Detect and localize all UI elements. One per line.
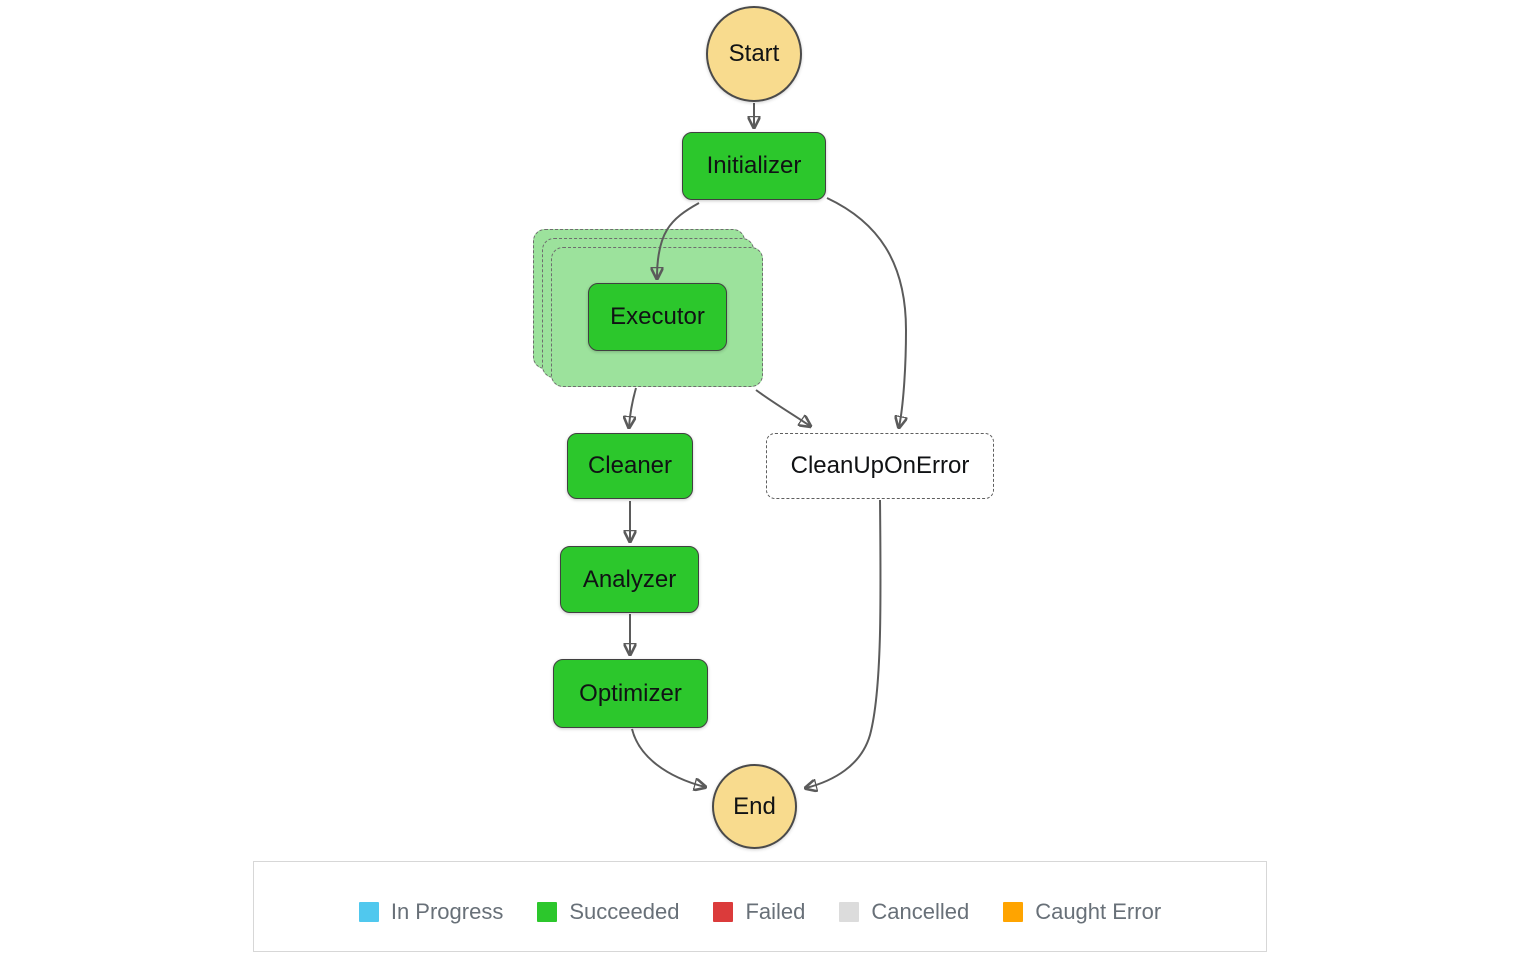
node-analyzer-label: Analyzer	[582, 565, 677, 593]
legend-label-in-progress: In Progress	[390, 898, 504, 924]
legend-label-cancelled: Cancelled	[871, 898, 970, 924]
node-executor-label: Executor	[610, 303, 705, 330]
node-optimizer-label: Optimizer	[579, 679, 682, 707]
legend-item-succeeded: Succeeded	[537, 899, 679, 925]
legend-item-cancelled: Cancelled	[839, 899, 969, 925]
node-start-label: Start	[728, 40, 780, 67]
failed-swatch-icon	[713, 901, 734, 922]
node-executor[interactable]: Executor	[588, 283, 727, 351]
legend-items: In Progress Succeeded Failed Cancelled C…	[358, 889, 1161, 925]
edge-optimizer-to-end	[631, 728, 705, 787]
legend-label-failed: Failed	[745, 898, 806, 924]
node-end[interactable]: End	[712, 764, 797, 849]
node-initializer[interactable]: Initializer	[682, 132, 826, 200]
node-cleanuponerror[interactable]: CleanUpOnError	[766, 433, 994, 499]
node-cleaner-label: Cleaner	[587, 452, 673, 479]
legend-item-caught-error: Caught Error	[1003, 899, 1161, 925]
caught-error-swatch-icon	[1003, 901, 1024, 922]
node-start[interactable]: Start	[706, 6, 802, 102]
cancelled-swatch-icon	[839, 901, 860, 922]
in-progress-swatch-icon	[358, 901, 379, 922]
edge-initializer-to-cleanuponerror	[826, 197, 906, 427]
node-optimizer[interactable]: Optimizer	[553, 659, 708, 728]
legend: In Progress Succeeded Failed Cancelled C…	[253, 861, 1267, 952]
edge-executor-to-cleanuponerror	[755, 389, 810, 426]
legend-item-in-progress: In Progress	[358, 898, 504, 925]
edge-executor-to-cleaner	[629, 387, 637, 427]
node-end-label: End	[733, 792, 776, 820]
node-initializer-label: Initializer	[706, 152, 802, 179]
node-cleanuponerror-label: CleanUpOnError	[790, 452, 970, 479]
node-cleaner[interactable]: Cleaner	[567, 433, 693, 499]
succeeded-swatch-icon	[537, 901, 558, 922]
legend-label-caught-error: Caught Error	[1035, 898, 1162, 924]
node-analyzer[interactable]: Analyzer	[560, 546, 699, 613]
legend-label-succeeded: Succeeded	[569, 898, 680, 924]
legend-item-failed: Failed	[713, 899, 805, 925]
edge-cleanuponerror-to-end	[806, 499, 882, 788]
